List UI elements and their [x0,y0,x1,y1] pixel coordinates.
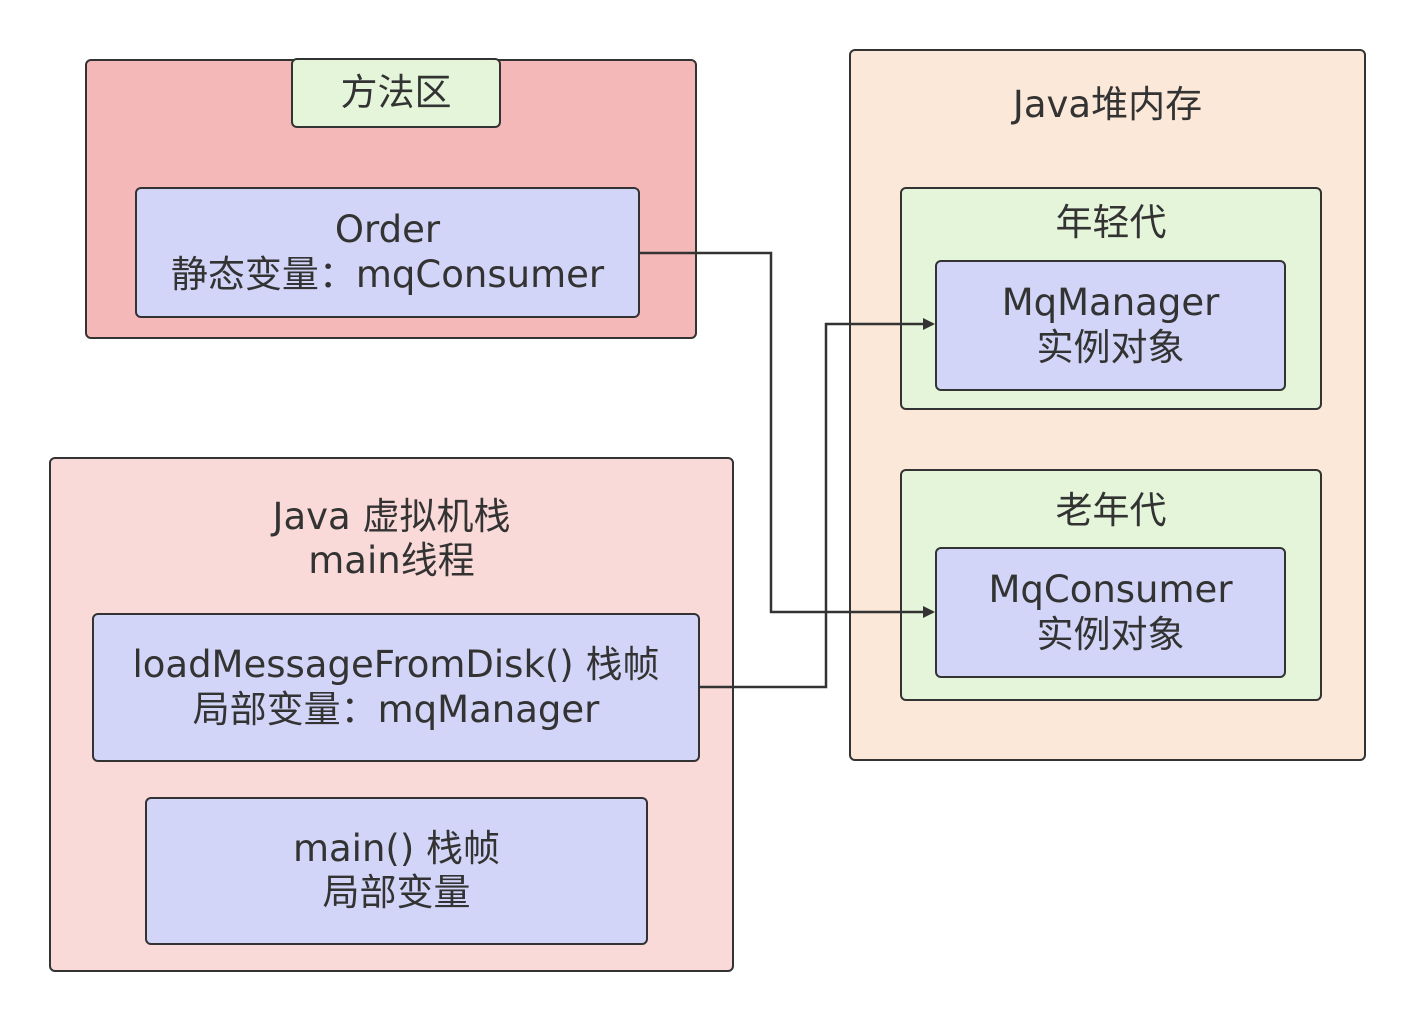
load-message-frame-node: loadMessageFromDisk() 栈帧 局部变量：mqManager [92,613,700,762]
young-gen-title: 年轻代 [1055,201,1167,244]
jvm-stack-thread: main线程 [308,539,475,583]
order-node: Order 静态变量：mqConsumer [135,187,640,318]
main-frame-local-var: 局部变量 [322,871,471,914]
heap-title: Java堆内存 [1012,83,1203,126]
method-area-title: 方法区 [340,70,452,114]
mq-consumer-instance-node: MqConsumer 实例对象 [935,547,1286,678]
main-frame-name: main() 栈帧 [292,826,501,870]
jvm-stack-title: Java 虚拟机栈 [272,495,511,538]
order-to-mq-consumer-edge [640,251,935,618]
mq-manager-instance-node: MqManager 实例对象 [935,260,1286,391]
mq-consumer-instance-kind: 实例对象 [1036,612,1185,656]
load-message-frame-local-var: 局部变量：mqManager [192,687,600,731]
load-message-frame-name: loadMessageFromDisk() 栈帧 [132,643,660,687]
old-gen-title: 老年代 [1055,489,1167,532]
method-area-title-tag: 方法区 [291,58,501,128]
load-frame-to-mq-manager-edge [700,318,935,689]
mq-manager-instance-name: MqManager [1001,281,1220,325]
order-node-name: Order [334,208,441,252]
main-frame-node: main() 栈帧 局部变量 [145,797,648,945]
mq-consumer-instance-name: MqConsumer [988,568,1233,612]
order-node-static-var: 静态变量：mqConsumer [170,252,605,296]
mq-manager-instance-kind: 实例对象 [1036,325,1185,369]
